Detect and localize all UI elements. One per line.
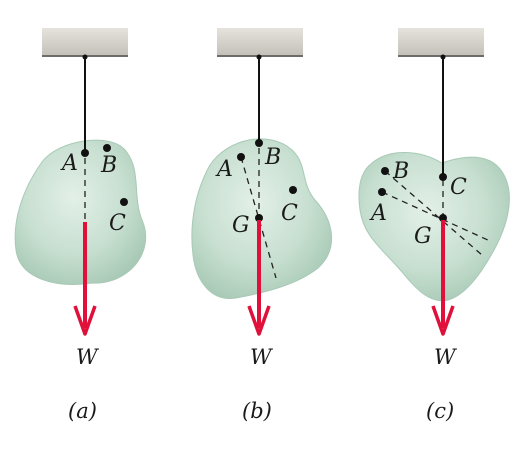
point-c-b [289,186,297,194]
label-a-b: A [215,157,233,182]
panel-b: A B C G W (b) [191,28,332,423]
weight-label-b: W [250,345,274,369]
weight-arrowhead-b [247,305,271,336]
ceiling-support-c [398,28,484,56]
ceiling-support-b [217,28,303,56]
point-a-a [81,149,89,157]
label-b-b: B [264,145,281,170]
point-b-a [103,144,111,152]
point-a-b [237,153,245,161]
label-g-b: G [232,213,250,238]
weight-arrowhead-a [73,305,97,336]
point-a-c [378,188,386,196]
point-c-a [120,198,128,206]
label-c-a: C [109,211,126,236]
label-a-a: A [60,151,78,176]
string-attachment-c [440,54,446,60]
label-c-c: C [450,175,467,200]
weight-label-a: W [76,345,100,369]
weight-label-c: W [434,345,458,369]
point-b-b [255,139,263,147]
string-attachment-b [256,54,262,60]
dashed-line-c-3 [381,191,491,242]
caption-c: (c) [426,399,454,423]
label-b-a: B [100,153,117,178]
ceiling-support-a [42,28,128,56]
dashed-line-b-2 [240,156,277,279]
rigid-body-c [358,152,510,302]
caption-b: (b) [242,399,272,423]
point-c-c [439,173,447,181]
caption-a: (a) [68,399,97,423]
label-c-b: C [281,201,298,226]
point-b-c [381,167,389,175]
weight-arrowhead-c [431,305,455,336]
label-g-c: G [414,224,432,249]
panel-c: A B C G W (c) [358,28,510,423]
rigid-body-a [14,139,147,285]
label-b-c: B [392,159,409,184]
string-attachment-a [82,54,88,60]
label-a-c: A [369,201,387,226]
panel-a: A B C W (a) [14,28,147,423]
